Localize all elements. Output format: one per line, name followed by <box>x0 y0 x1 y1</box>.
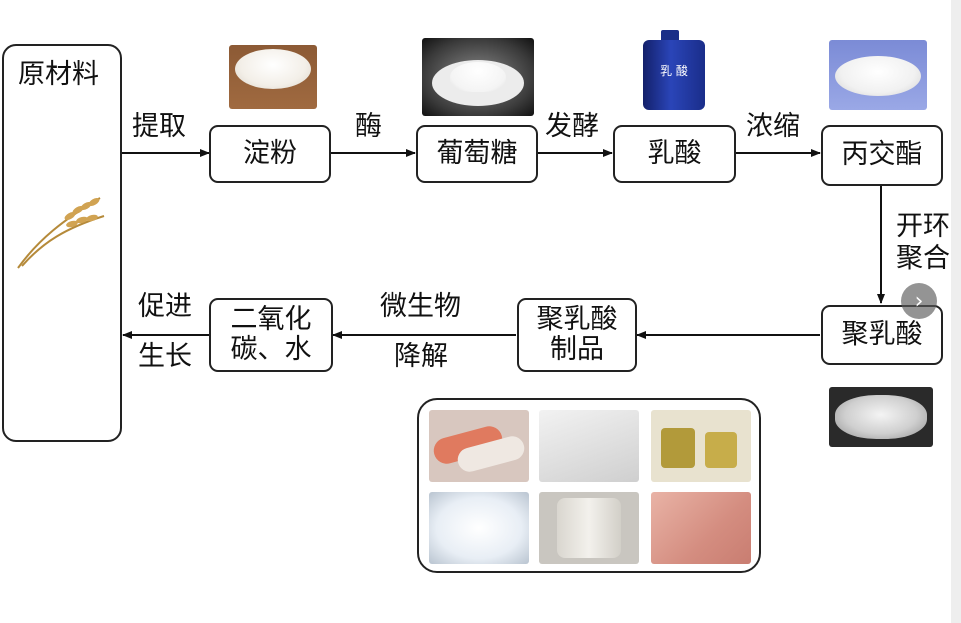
lactic-acid-bottle-photo: 乳 酸 <box>643 28 705 110</box>
co2-water-label-line2: 碳、水 <box>230 334 312 365</box>
edge-label-extract: 提取 <box>132 111 186 142</box>
edge-label-promote-line2: 生长 <box>138 341 192 372</box>
pla-products-collage <box>417 398 761 573</box>
edge-label-ring-opening-line1: 开环 <box>896 211 950 242</box>
starch-box: 淀粉 <box>209 125 331 183</box>
chevron-right-icon: › <box>914 288 924 314</box>
raw-material-box: 原材料 <box>2 44 122 442</box>
edge-label-microbe-line1: 微生物 <box>380 291 461 322</box>
cups-photo <box>651 410 751 482</box>
starch-label: 淀粉 <box>243 137 297 169</box>
fiber-photo <box>429 492 529 564</box>
pla-products-label-line1: 聚乳酸 <box>536 303 618 335</box>
lactide-label: 丙交酯 <box>841 139 923 171</box>
edge-label-ring-opening-line2: 聚合 <box>896 243 950 274</box>
lactic-acid-label: 乳酸 <box>647 137 702 169</box>
right-edge-strip <box>951 0 961 623</box>
pla-products-label-line2: 制品 <box>550 334 604 365</box>
edge-label-concentrate: 浓缩 <box>746 111 800 142</box>
glucose-box: 葡萄糖 <box>416 125 538 183</box>
glucose-photo <box>422 38 534 116</box>
edge-label-promote-line1: 促进 <box>138 291 192 322</box>
pla-label: 聚乳酸 <box>841 318 923 350</box>
pla-pellets-photo <box>829 387 933 447</box>
edge-label-microbe-line2: 降解 <box>394 341 448 372</box>
wheat-icon <box>17 197 105 269</box>
pipes-photo <box>429 410 529 482</box>
edge-label-enzyme: 酶 <box>355 111 382 142</box>
edge-label-ferment: 发酵 <box>545 111 599 142</box>
raw-material-label: 原材料 <box>18 59 99 90</box>
next-button[interactable]: › <box>901 283 937 319</box>
starch-photo <box>229 45 317 109</box>
co2-water-box: 二氧化 碳、水 <box>209 298 333 372</box>
bottle-label: 乳 酸 <box>660 64 688 78</box>
glucose-label: 葡萄糖 <box>436 137 518 169</box>
co2-water-label-line1: 二氧化 <box>230 303 312 335</box>
pla-products-box: 聚乳酸 制品 <box>517 298 637 372</box>
yarn-photo <box>539 492 639 564</box>
lactide-photo <box>829 40 927 110</box>
fabric-photo <box>651 492 751 564</box>
lactide-box: 丙交酯 <box>821 125 943 186</box>
lactic-acid-box: 乳酸 <box>613 125 736 183</box>
bags-photo <box>539 410 639 482</box>
